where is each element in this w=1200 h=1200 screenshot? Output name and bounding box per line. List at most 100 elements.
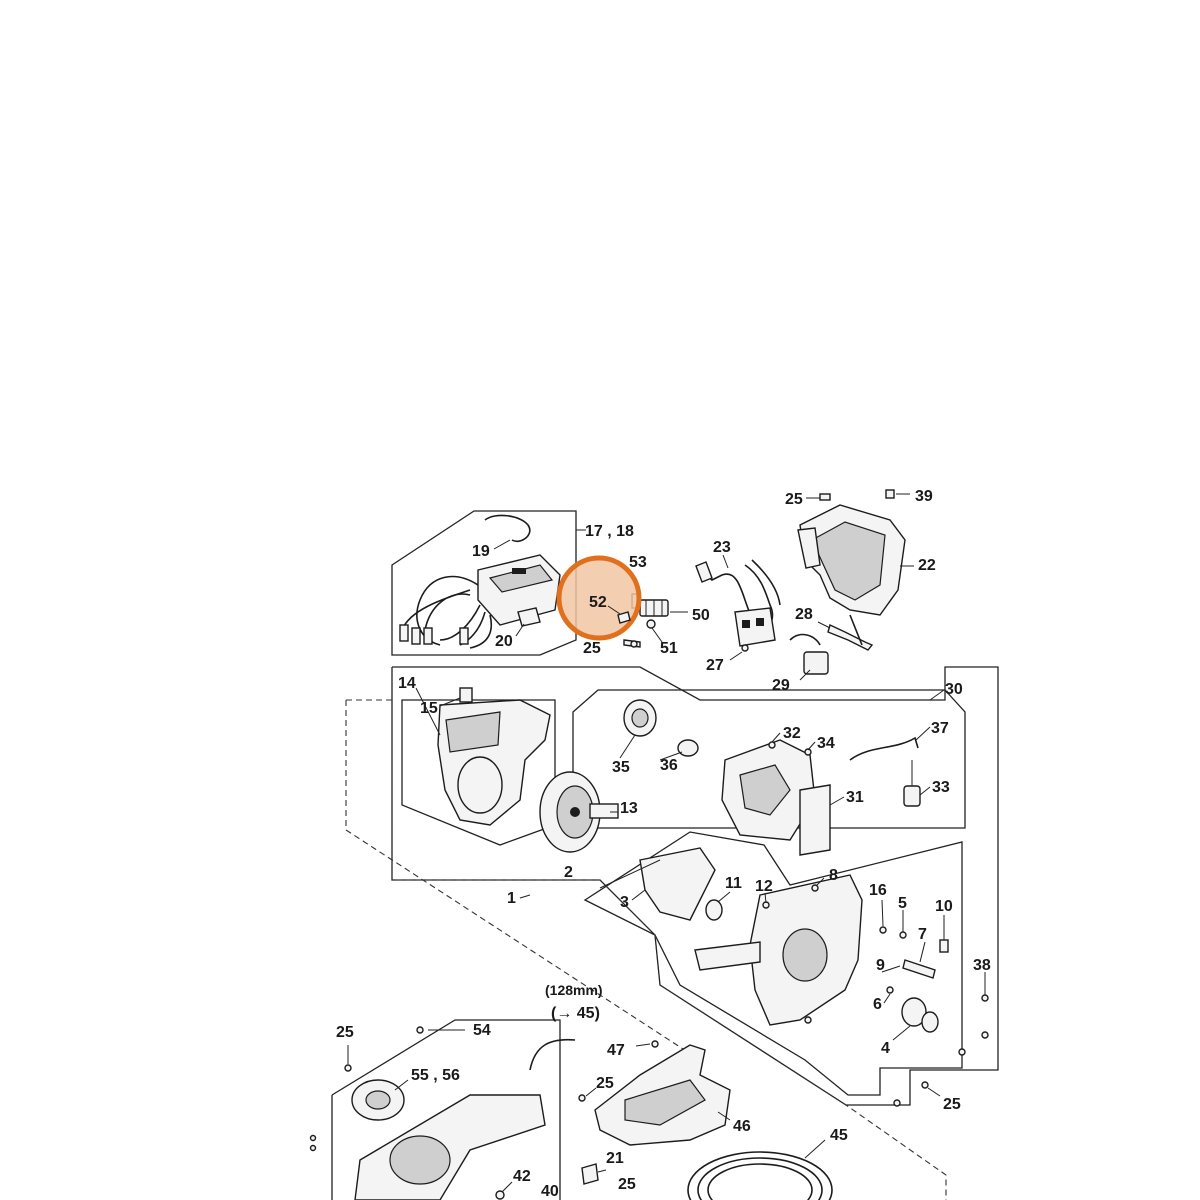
leader-33 — [919, 786, 931, 796]
leader-20 — [515, 623, 525, 637]
label-30: 30 — [945, 681, 963, 698]
crankcase-drawing — [639, 847, 989, 1056]
label-8: 8 — [829, 867, 838, 884]
label-27: 27 — [706, 657, 724, 674]
label-22: 22 — [918, 557, 936, 574]
screw-25-drawing — [630, 640, 638, 648]
leader-25-right — [927, 1087, 941, 1097]
ignition-module-drawing — [399, 514, 561, 649]
label-7: 7 — [918, 926, 927, 943]
label-47: 47 — [607, 1042, 625, 1059]
label-35: 35 — [612, 759, 630, 776]
leader-25-mid — [585, 1087, 597, 1097]
label-51: 51 — [660, 640, 678, 657]
label-2: 2 — [564, 864, 573, 881]
label-20: 20 — [495, 633, 513, 650]
label-3: 3 — [620, 894, 629, 911]
label-1: 1 — [507, 890, 516, 907]
leader-11 — [717, 891, 731, 903]
loose-screws-left — [309, 1134, 317, 1152]
leader-45 — [804, 1139, 826, 1159]
leader-3 — [631, 889, 646, 901]
leader-2 — [599, 859, 661, 889]
label-37: 37 — [931, 720, 949, 737]
label-28: 28 — [795, 606, 813, 623]
leader-14 — [415, 687, 441, 736]
label-25-f: 25 — [618, 1176, 636, 1193]
fan-housing-drawing — [351, 1079, 546, 1200]
leader-46 — [717, 1111, 731, 1121]
fan-housing-frame — [331, 1019, 561, 1200]
label-25-e: 25 — [943, 1096, 961, 1113]
label-19: 19 — [472, 543, 490, 560]
label-38: 38 — [973, 957, 991, 974]
label-39: 39 — [915, 488, 933, 505]
note-hose-length: (128mm) — [545, 982, 603, 998]
label-10: 10 — [935, 898, 953, 915]
label-14: 14 — [398, 675, 416, 692]
note-see-45: (→ 45) — [551, 1005, 600, 1022]
leader-30 — [929, 689, 945, 701]
label-25-a: 25 — [785, 491, 803, 508]
label-17-18: 17 , 18 — [585, 523, 634, 540]
part-52-drawing — [617, 611, 631, 624]
label-36: 36 — [660, 757, 678, 774]
label-25-b: 25 — [583, 640, 601, 657]
leader-47 — [635, 1043, 651, 1047]
label-53: 53 — [629, 554, 647, 571]
leader-9 — [881, 965, 901, 973]
label-52[interactable]: 52 — [589, 594, 607, 611]
label-23: 23 — [713, 539, 731, 556]
label-34: 34 — [817, 735, 835, 752]
label-33: 33 — [932, 779, 950, 796]
engine-assembly-dashed-frame — [346, 699, 947, 1200]
crankcase-group-frame — [391, 666, 999, 1106]
leader-6 — [883, 993, 891, 1004]
carburetor-drawing — [623, 699, 921, 856]
label-4: 4 — [881, 1040, 890, 1057]
label-55-56: 55 , 56 — [411, 1067, 460, 1084]
leader-34 — [807, 741, 816, 751]
label-11: 11 — [725, 875, 742, 892]
label-40: 40 — [541, 1183, 559, 1200]
label-15: 15 — [420, 700, 438, 717]
label-5: 5 — [898, 895, 907, 912]
leader-37 — [915, 726, 931, 741]
leader-27 — [729, 651, 743, 661]
label-46: 46 — [733, 1118, 751, 1135]
leader-12 — [764, 892, 767, 904]
leader-1 — [519, 894, 531, 899]
ignition-coil-drawing — [789, 614, 874, 675]
leader-4 — [892, 1025, 911, 1041]
label-12: 12 — [755, 878, 773, 895]
screw-54-drawing — [416, 1026, 424, 1034]
leader-7 — [919, 941, 926, 963]
coiled-hose-drawing — [687, 1151, 833, 1200]
screw-25-right-drawing — [893, 1099, 901, 1107]
dashed-edge — [345, 829, 701, 1061]
leader-23 — [722, 554, 729, 569]
fuel-hose-drawing — [529, 1038, 576, 1071]
ignition-group-frame — [391, 510, 577, 656]
leader-8 — [815, 877, 825, 887]
chain-cover-drawing — [578, 1040, 731, 1185]
label-50: 50 — [692, 607, 710, 624]
leader-35 — [619, 734, 636, 759]
leader-31 — [829, 796, 845, 806]
leader-19 — [493, 539, 511, 550]
label-42: 42 — [513, 1168, 531, 1185]
label-54: 54 — [473, 1022, 491, 1039]
screw-25-left-drawing — [344, 1064, 352, 1072]
flywheel-drawing — [539, 771, 619, 853]
label-25-c: 25 — [336, 1024, 354, 1041]
label-21: 21 — [606, 1150, 624, 1167]
label-45: 45 — [830, 1127, 848, 1144]
label-13: 13 — [620, 800, 638, 817]
leader-42 — [501, 1181, 513, 1193]
screw-27-drawing — [741, 644, 749, 652]
cylinder-group-frame — [401, 699, 556, 846]
leader-16 — [881, 899, 884, 927]
screw-25-right-b-drawing — [921, 1081, 929, 1089]
leader-51 — [651, 627, 663, 643]
